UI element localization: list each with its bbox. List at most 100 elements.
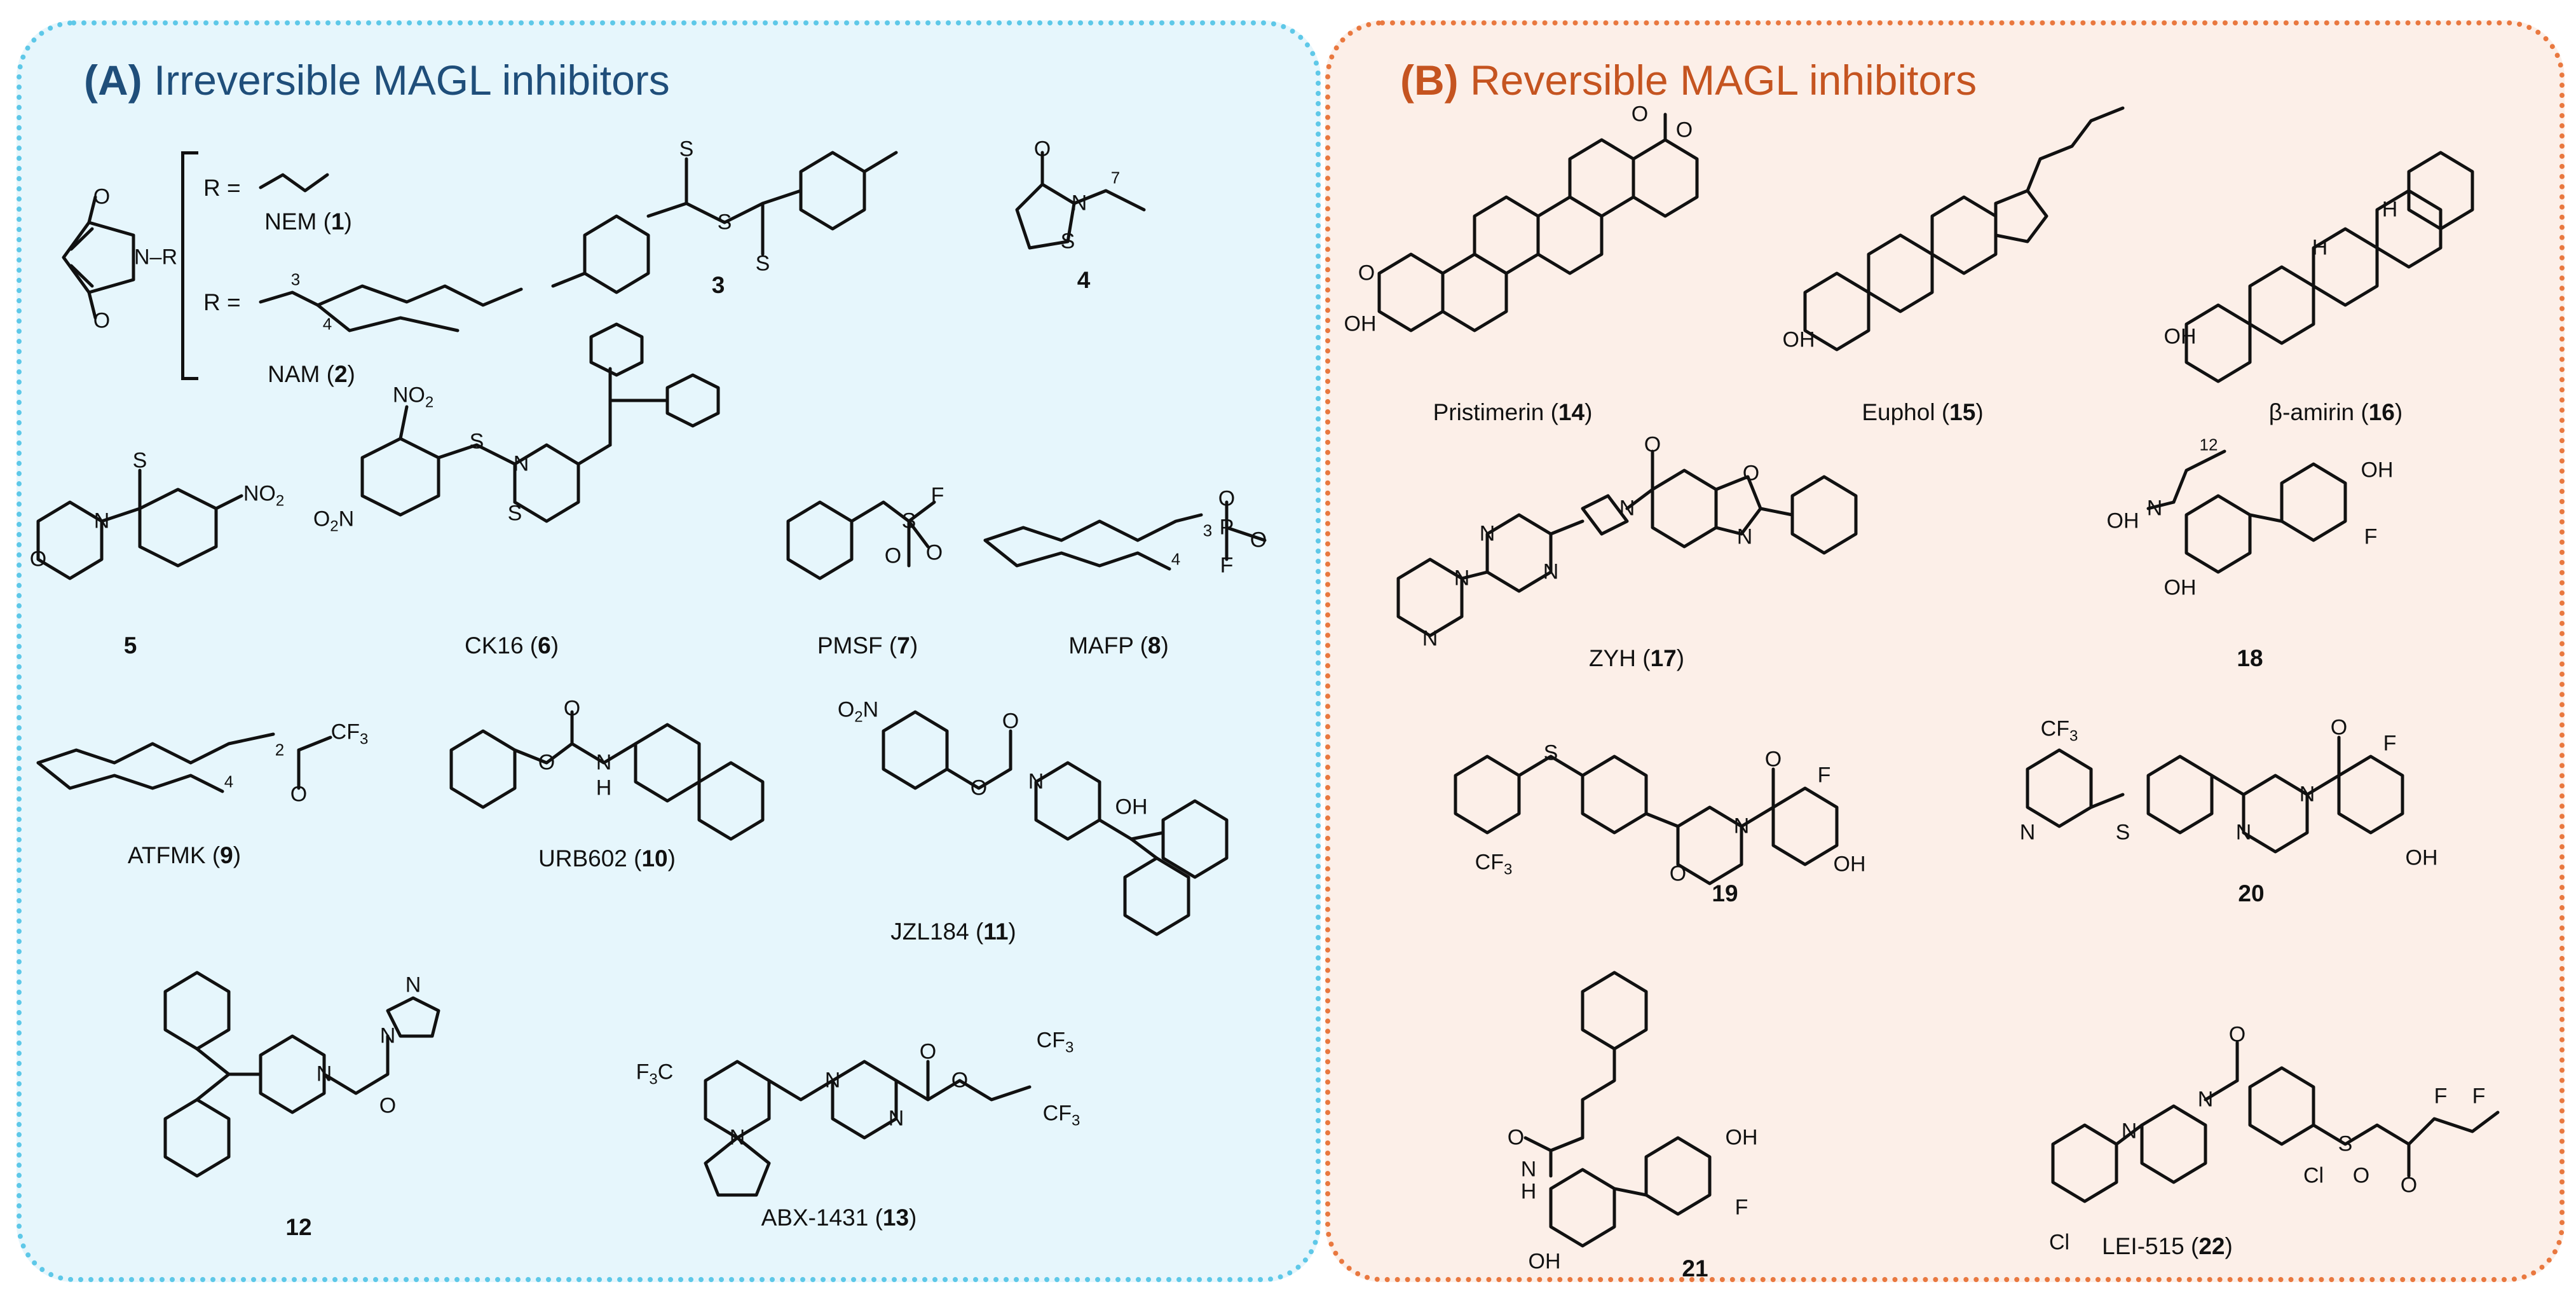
compound-6-structure: NO2 O2N S S N (311, 222, 769, 604)
atom-n: N (93, 509, 110, 533)
caption-2: NAM (2) (268, 361, 355, 388)
atom-n: N (729, 1125, 746, 1150)
atom-n: N (405, 973, 421, 997)
atom-f: F (2434, 1084, 2448, 1109)
panel-reversible: (B) Reversible MAGL inhibitors (1325, 20, 2565, 1282)
caption-13: ABX-1431 (13) (761, 1205, 917, 1231)
atom-f: F (1734, 1195, 1748, 1220)
caption-8-name: MAFP ( (1068, 632, 1148, 659)
caption-14-num: 14 (1558, 399, 1585, 425)
atom-n: N (1071, 191, 1087, 215)
compound-13-structure: F3C O O N N N CF3 CF3 (623, 1011, 1106, 1220)
caption-6: CK16 (6) (465, 632, 559, 659)
caption-9-num: 9 (220, 842, 233, 868)
caption-17-close: ) (1676, 645, 1685, 671)
atom-p: P (1219, 515, 1234, 540)
caption-2-num: 2 (334, 361, 348, 387)
caption-12-num: 12 (285, 1214, 312, 1240)
atom-no2-top: NO2 (393, 383, 433, 412)
caption-3: 3 (712, 272, 725, 299)
atom-n: N (888, 1106, 904, 1131)
atom-o: O (538, 750, 555, 775)
atom-o: O (2330, 715, 2348, 740)
caption-14: Pristimerin (14) (1433, 399, 1593, 426)
atom-s: S (679, 137, 694, 161)
cf3-text: CF (2040, 716, 2069, 741)
compound-3-structure: S S S (547, 114, 915, 305)
caption-8-close: ) (1161, 632, 1169, 659)
caption-21: 21 (1682, 1255, 1708, 1282)
atom-o: O (925, 540, 943, 565)
atom-n: N (2146, 496, 2163, 521)
caption-14-close: ) (1584, 399, 1593, 425)
atom-n: N (2019, 820, 2036, 845)
atom-o: O (2400, 1173, 2418, 1198)
atom-o: O (93, 308, 111, 333)
atom-n: N (1733, 814, 1750, 838)
caption-5: 5 (124, 632, 137, 659)
caption-17: ZYH (17) (1589, 645, 1684, 672)
compound-15-structure: OH (1783, 102, 2125, 381)
cf3-sub: 3 (2069, 727, 2078, 745)
f3c-sub: 3 (649, 1070, 658, 1088)
caption-13-name: ABX-1431 ( (761, 1205, 883, 1231)
panel-b-title-text: Reversible MAGL inhibitors (1458, 57, 1977, 104)
atom-o: O (1631, 102, 1649, 126)
caption-15-num: 15 (1949, 399, 1976, 425)
atom-n-oh: OH (2107, 509, 2139, 534)
caption-15-close: ) (1975, 399, 1984, 425)
caption-19: 19 (1712, 880, 1738, 907)
subscript-4: 4 (224, 772, 234, 791)
atom-oh: OH (1344, 311, 1377, 336)
caption-1-name: NEM ( (264, 208, 331, 235)
atom-o2n: O2N (313, 507, 354, 536)
atom-o: O (290, 782, 308, 807)
atom-s: S (901, 509, 917, 533)
atom-o: O (1507, 1125, 1525, 1150)
caption-8-num: 8 (1147, 632, 1161, 659)
caption-1-close: ) (344, 208, 352, 235)
compound-19-structure: S O N O F OH CF3 (1443, 737, 1939, 896)
atom-cf3: CF3 (2041, 717, 2078, 746)
caption-22-close: ) (2225, 1233, 2233, 1259)
no2-text: NO (392, 383, 425, 407)
caption-16-name: β-amirin ( (2268, 399, 2369, 425)
caption-6-name: CK16 ( (464, 632, 538, 659)
atom-o: O (1644, 432, 1661, 457)
caption-9-name: ATFMK ( (127, 842, 221, 868)
atom-n: N (1520, 1157, 1537, 1182)
atom-o: O (2352, 1163, 2370, 1188)
caption-16-num: 16 (2368, 399, 2395, 425)
atom-o: O (1742, 461, 1760, 486)
compound-21-structure: O N H OH OH F (1487, 971, 1843, 1278)
arachidonoyl-chain: 3 4 (254, 270, 534, 337)
atom-n: N (596, 750, 612, 775)
r-label-1: R = (203, 175, 241, 201)
atom-no2: NO2 (243, 482, 284, 510)
compound-9-structure: O CF3 2 4 (32, 706, 375, 826)
atom-oh: OH (2164, 575, 2197, 600)
caption-16: β-amirin (16) (2269, 399, 2402, 426)
subscript-2: 2 (275, 740, 285, 760)
atom-s: S (717, 210, 732, 235)
compound-18-structure: 12 OH N OH OH F (2085, 432, 2441, 642)
cf3-text: CF (1475, 850, 1504, 875)
atom-cf3: CF3 (1043, 1102, 1080, 1130)
atom-oh: OH (1833, 852, 1866, 877)
subscript-3: 3 (1203, 521, 1213, 540)
atom-s: S (469, 429, 484, 454)
caption-7-num: 7 (897, 632, 910, 659)
caption-22-num: 22 (2198, 1233, 2225, 1259)
compound-14-structure: O OH O O (1344, 102, 1722, 388)
cf3-text: CF (1042, 1101, 1072, 1126)
caption-11: JZL184 (11) (890, 919, 1016, 945)
atom-f3c: F3C (636, 1060, 674, 1089)
caption-6-close: ) (550, 632, 559, 659)
no2-text: NO (243, 481, 276, 506)
caption-20: 20 (2238, 880, 2264, 907)
caption-1-num: 1 (331, 208, 344, 235)
caption-4: 4 (1077, 267, 1091, 294)
caption-15: Euphol (15) (1862, 399, 1983, 426)
ethyl-group (254, 162, 356, 207)
caption-1: NEM (1) (264, 208, 352, 235)
